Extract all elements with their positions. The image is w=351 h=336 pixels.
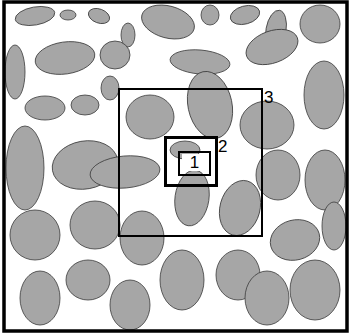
grain-set [5, 3, 346, 330]
callout-number: 3 [264, 89, 273, 106]
zoom-window: 21 [164, 136, 218, 187]
callout-number: 2 [218, 138, 227, 155]
outer-frame [4, 2, 347, 331]
zoom-window: 1 [178, 151, 211, 176]
callout-number: 1 [182, 154, 207, 171]
zoom-window: 321 [118, 88, 263, 237]
